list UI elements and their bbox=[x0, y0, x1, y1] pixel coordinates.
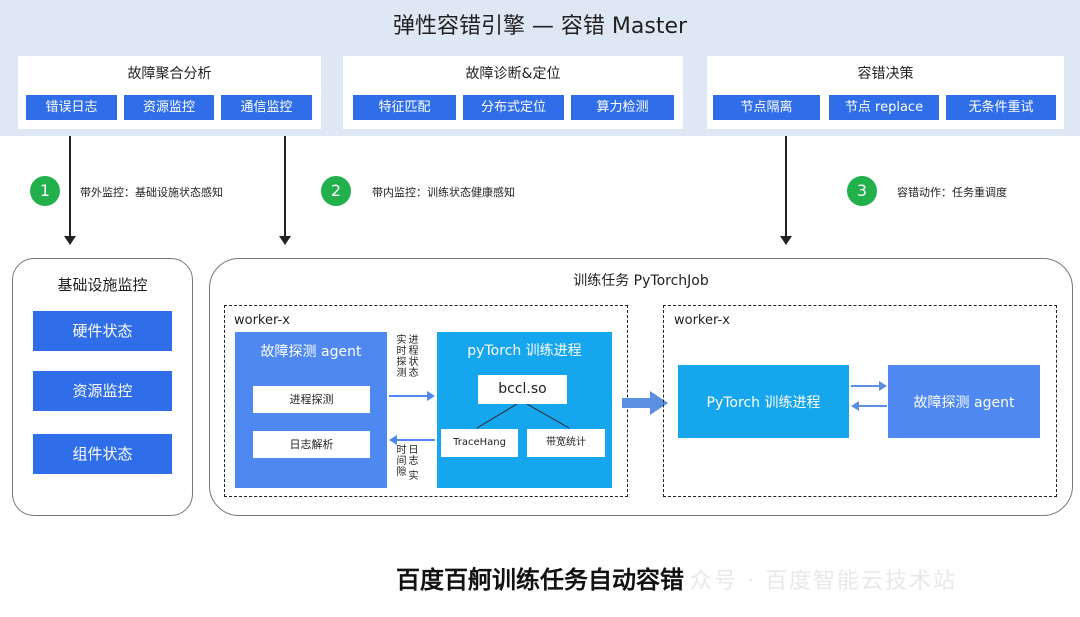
infra-title: 基础设施监控 bbox=[57, 276, 148, 294]
panel-title: 容错决策 bbox=[857, 66, 914, 82]
step-1-badge: 1 bbox=[30, 176, 60, 206]
distributed-locate-chip: 分布式定位 bbox=[463, 95, 564, 120]
probe-vertical-text: 进程状态 实时探测 bbox=[394, 334, 417, 378]
pytorch-process-box bbox=[437, 332, 612, 488]
comm-monitor-chip: 通信监控 bbox=[221, 95, 312, 120]
unconditional-retry-chip: 无条件重试 bbox=[946, 95, 1056, 120]
watermark-text: 众号 · 百度智能云技术站 bbox=[690, 569, 957, 594]
bandwidth-stats-box: 带宽统计 bbox=[527, 429, 605, 457]
arrow-head-infra bbox=[64, 236, 76, 245]
pytorch-process-box-right bbox=[678, 365, 849, 438]
arrow-head-decision bbox=[780, 236, 792, 245]
panel-title: 故障聚合分析 bbox=[127, 66, 212, 82]
step-2-text: 带内监控：训练状态健康感知 bbox=[372, 186, 515, 199]
panel-title: 故障诊断&定位 bbox=[465, 66, 561, 82]
resource-monitor-chip: 资源监控 bbox=[33, 371, 172, 411]
step-2-badge: 2 bbox=[321, 176, 351, 206]
pytorch-process-title: pyTorch 训练进程 bbox=[467, 343, 582, 359]
log-vertical-text: 日志 实时间隙 bbox=[394, 444, 417, 482]
log-parse-button: 日志解析 bbox=[253, 431, 370, 458]
bccl-connectors bbox=[476, 404, 570, 429]
process-probe-button: 进程探测 bbox=[253, 386, 370, 413]
feature-match-chip: 特征匹配 bbox=[353, 95, 456, 120]
detect-agent-title: 故障探测 agent bbox=[260, 344, 362, 360]
arrow-line-infra bbox=[69, 136, 71, 236]
resource-monitor-chip: 资源监控 bbox=[124, 95, 214, 120]
diagram-caption: 百度百舸训练任务自动容错 bbox=[396, 566, 684, 594]
arrow-line-decision bbox=[785, 136, 787, 236]
right-worker-arrows bbox=[851, 381, 887, 411]
worker-left-label: worker-x bbox=[234, 313, 290, 328]
step-3-text: 容错动作：任务重调度 bbox=[897, 186, 1007, 199]
master-title: 弹性容错引擎 — 容错 Master bbox=[392, 14, 688, 39]
tracehang-box: TraceHang bbox=[441, 429, 518, 457]
worker-link-arrow bbox=[622, 391, 668, 415]
error-log-chip: 错误日志 bbox=[26, 95, 117, 120]
worker-right-label: worker-x bbox=[674, 313, 730, 328]
agent-torch-arrows bbox=[389, 391, 435, 445]
bccl-lib-box: bccl.so bbox=[478, 375, 567, 404]
arrow-line-job bbox=[284, 136, 286, 236]
detect-agent-box-right bbox=[888, 365, 1040, 438]
node-replace-chip: 节点 replace bbox=[829, 95, 939, 120]
job-title: 训练任务 PyTorchJob bbox=[573, 273, 709, 289]
pytorch-process-title-right: PyTorch 训练进程 bbox=[706, 395, 821, 411]
hardware-state-chip: 硬件状态 bbox=[33, 311, 172, 351]
arrow-head-job bbox=[279, 236, 291, 245]
node-isolate-chip: 节点隔离 bbox=[713, 95, 820, 120]
worker-right-box bbox=[663, 305, 1057, 497]
compute-check-chip: 算力检测 bbox=[571, 95, 674, 120]
detect-agent-title-right: 故障探测 agent bbox=[913, 395, 1015, 411]
component-state-chip: 组件状态 bbox=[33, 434, 172, 474]
step-1-text: 带外监控：基础设施状态感知 bbox=[80, 186, 223, 199]
step-3-badge: 3 bbox=[847, 176, 877, 206]
